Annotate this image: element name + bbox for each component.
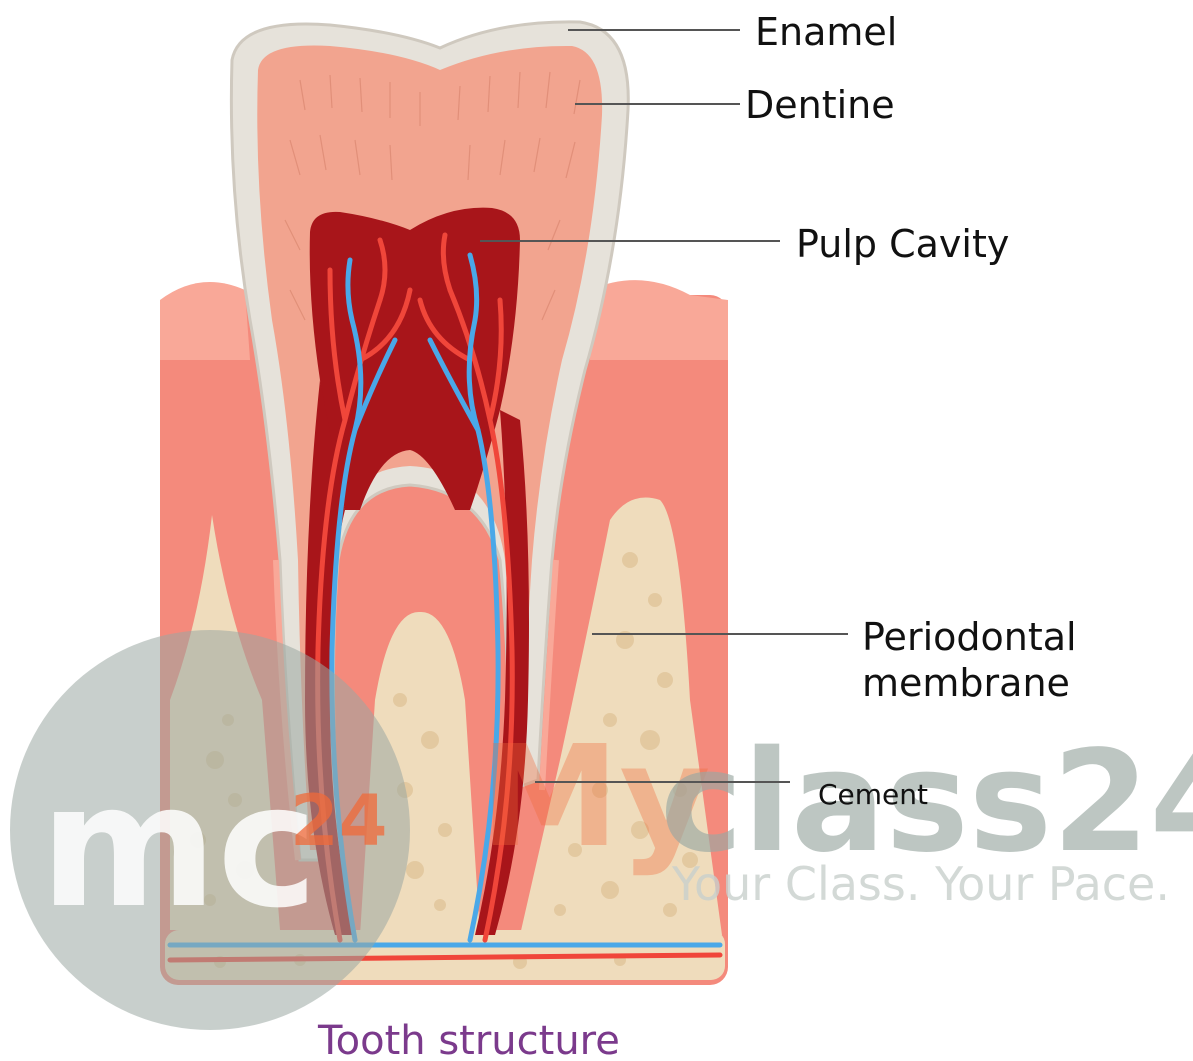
- watermark-tagline: Your Class. Your Pace.: [671, 857, 1170, 911]
- label-periodontal-line1: Periodontal: [862, 615, 1077, 659]
- watermark-logo-number: 24: [290, 780, 387, 862]
- label-cement: Cement: [818, 778, 928, 811]
- watermark-logo-letters: mc: [40, 748, 318, 946]
- label-pulp-cavity: Pulp Cavity: [796, 222, 1009, 266]
- label-periodontal-line2: membrane: [862, 661, 1070, 705]
- label-enamel: Enamel: [755, 10, 897, 54]
- label-dentine: Dentine: [745, 83, 895, 127]
- diagram-caption: Tooth structure: [317, 1018, 620, 1061]
